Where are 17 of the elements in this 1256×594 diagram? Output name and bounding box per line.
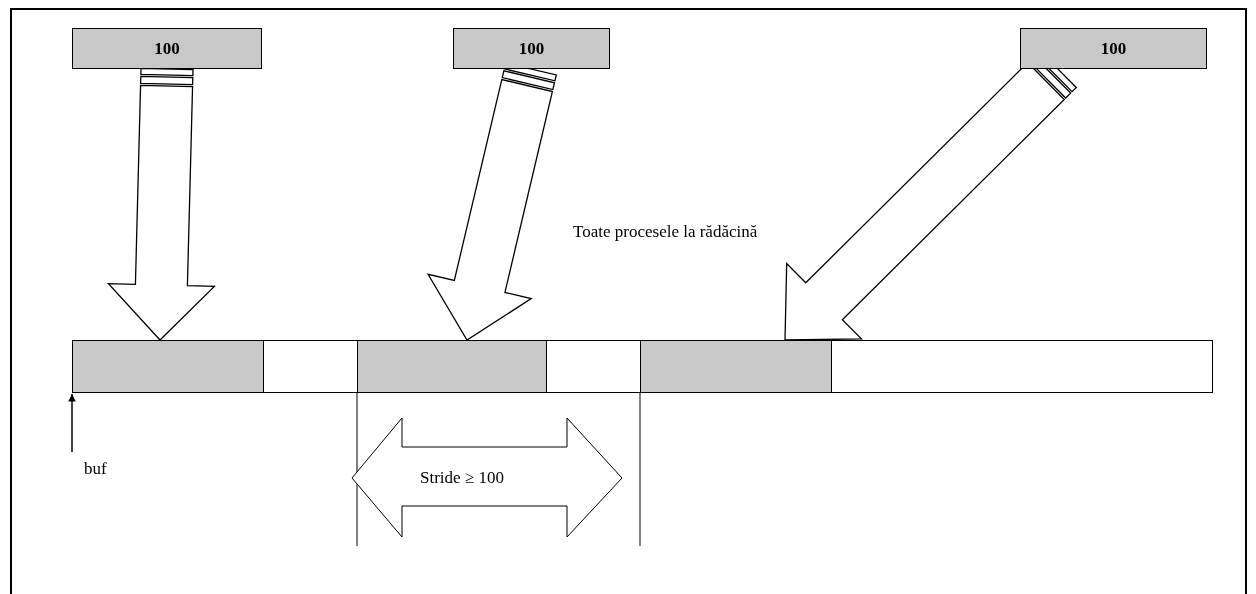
- value-box: [1020, 28, 1207, 69]
- buffer-segment: [357, 340, 547, 393]
- value-box: [453, 28, 610, 69]
- value-text: 100: [518, 38, 545, 59]
- buffer-segment: [831, 340, 1213, 393]
- value-text: 100: [154, 38, 180, 59]
- annotation-text: Toate procesele la rădăcină: [573, 222, 758, 242]
- value-box: [72, 28, 262, 69]
- buffer-segment: [546, 340, 641, 393]
- pointer-label: buf: [84, 457, 118, 481]
- dimension-label: Stride ≥ 100: [420, 468, 504, 488]
- buffer-segment: [263, 340, 358, 393]
- block-arrow: [106, 67, 216, 341]
- buffer-segment: [640, 340, 832, 393]
- value-text: 100: [1100, 38, 1127, 59]
- buffer-segment: [72, 340, 264, 393]
- arrow: [68, 393, 76, 453]
